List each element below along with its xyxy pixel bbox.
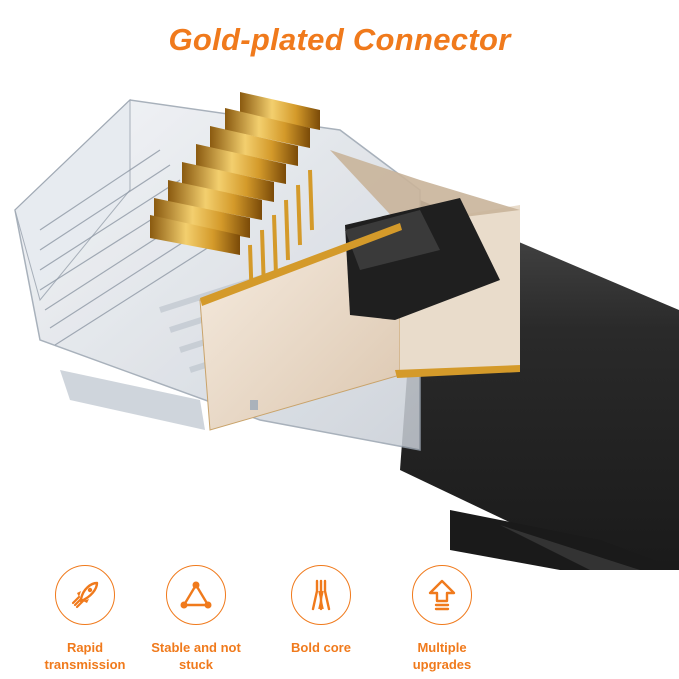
feature-stable: Stable and not stuck [126,565,266,673]
feature-rapid-transmission: Rapid transmission [15,565,155,673]
feature-multiple-upgrades: Multiple upgrades [372,565,512,673]
cable-core-icon [311,579,331,611]
triangle-network-icon [180,581,212,609]
feature-icon-circle [55,565,115,625]
feature-label-line1: Rapid [66,640,104,655]
feature-label-line1: Bold core [291,640,351,655]
feature-label-line2: transmission [44,657,126,672]
feature-label-line1: Stable and not [151,640,241,655]
feature-label: Rapid transmission [15,639,155,673]
feature-label-line2: stuck [179,657,213,672]
feature-label: Multiple upgrades [372,639,512,673]
page-title: Gold-plated Connector [168,22,511,57]
feature-label: Bold core [251,639,391,656]
feature-icon-circle [291,565,351,625]
rj45-connector-image [14,92,679,570]
feature-label-line2: upgrades [412,657,472,672]
upgrade-arrow-icon [428,579,456,611]
feature-list: Rapid transmission Stable and not stuck [0,565,679,679]
metal-shield [199,150,520,431]
feature-label-line1: Multiple [417,640,467,655]
feature-icon-circle [412,565,472,625]
gold-pins [150,92,320,306]
feature-bold-core: Bold core [251,565,391,656]
rocket-icon [71,581,99,609]
latch [60,370,258,430]
feature-icon-circle [166,565,226,625]
feature-label: Stable and not stuck [126,639,266,673]
